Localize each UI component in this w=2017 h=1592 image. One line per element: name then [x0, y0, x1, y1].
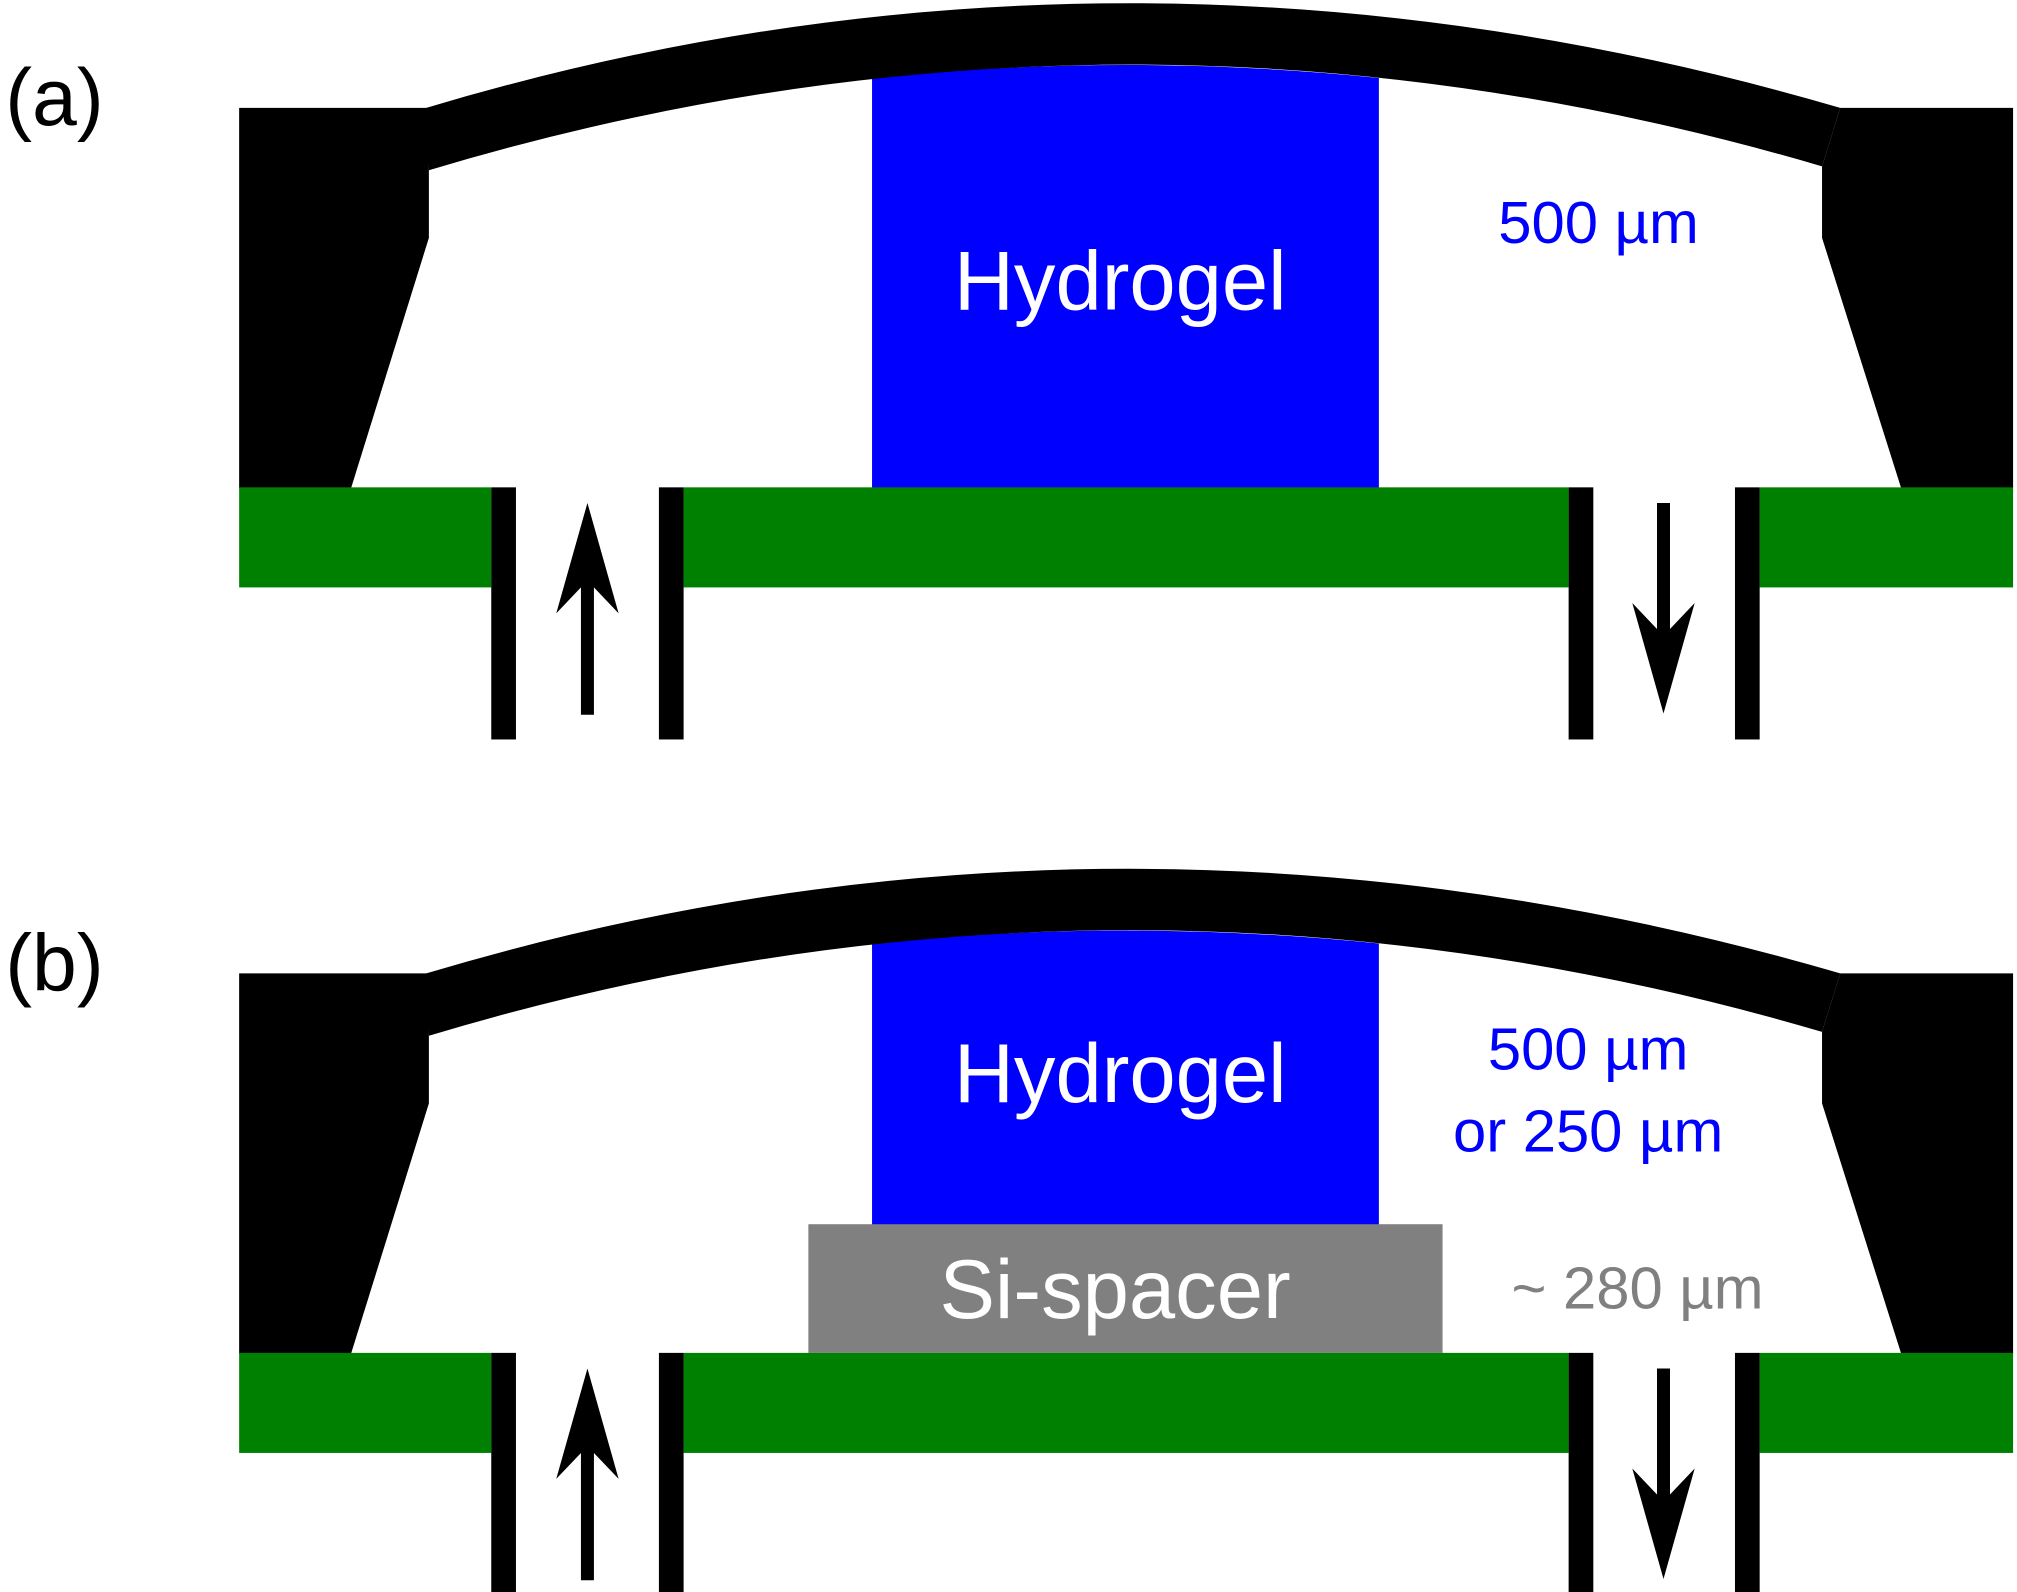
right-support-block — [1822, 107, 2014, 489]
panel-label: (b) — [5, 918, 103, 1008]
substrate-left — [239, 487, 492, 588]
outlet-wall-right — [1734, 1352, 1760, 1592]
arrow-down-icon — [1632, 1368, 1695, 1580]
outlet-wall-left — [1568, 1352, 1594, 1592]
inlet-wall-right — [658, 1352, 684, 1592]
outlet-wall-left — [1568, 487, 1594, 740]
panel-b: (b) Hydrogel Si-spacer 500 µm or 250 µm … — [5, 868, 2014, 1592]
dome-lid — [426, 3, 1841, 171]
hydrogel-block — [872, 930, 1379, 1226]
arrow-up-icon — [556, 1368, 619, 1581]
left-support-block — [239, 107, 429, 489]
si-spacer — [808, 1224, 1443, 1353]
spacer-dimension: ~ 280 µm — [1511, 1255, 1763, 1322]
hydrogel-dimension-line-2: or 250 µm — [1453, 1097, 1723, 1164]
panel-label: (a) — [5, 53, 103, 143]
panel-a: (a) Hydrogel 500 µm — [5, 3, 2014, 740]
substrate-middle — [683, 487, 1569, 588]
right-support-block — [1822, 973, 2014, 1355]
substrate-right — [1759, 487, 2014, 588]
inlet-wall-left — [491, 487, 516, 740]
hydrogel-label: Hydrogel — [954, 234, 1287, 327]
arrow-down-icon — [1632, 502, 1695, 714]
inlet-wall-right — [658, 487, 684, 740]
spacer-label: Si-spacer — [939, 1243, 1290, 1336]
substrate-right — [1759, 1352, 2014, 1453]
dome-lid — [426, 868, 1841, 1036]
substrate-left — [239, 1352, 492, 1453]
hydrogel-dimension: 500 µm — [1498, 189, 1699, 256]
substrate-middle — [683, 1352, 1569, 1453]
hydrogel-block — [872, 64, 1379, 489]
hydrogel-dimension-line-1: 500 µm — [1488, 1016, 1689, 1083]
inlet-wall-left — [491, 1352, 516, 1592]
hydrogel-label: Hydrogel — [954, 1027, 1287, 1120]
left-support-block — [239, 973, 429, 1355]
arrow-up-icon — [556, 502, 619, 715]
outlet-wall-right — [1734, 487, 1760, 740]
